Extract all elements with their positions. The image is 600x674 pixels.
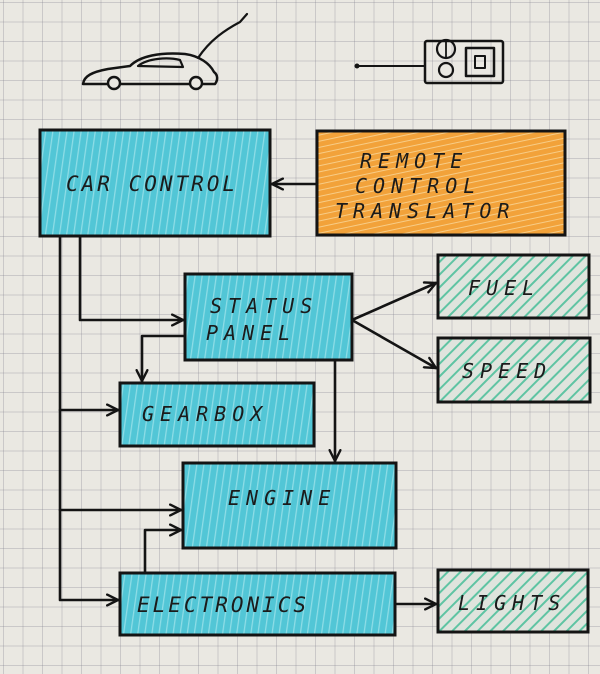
lights-box: LIGHTS xyxy=(436,568,590,634)
arrow-electronics-to-engine xyxy=(143,530,183,575)
engine-box: ENGINE xyxy=(181,461,398,550)
engine-label: ENGINE xyxy=(228,486,336,510)
car-control-box: CAR CONTROL xyxy=(38,128,272,238)
electronics-box: ELECTRONICS xyxy=(118,571,397,637)
remote-translator-label-line1: REMOTE xyxy=(360,149,468,173)
arrow-car-control-to-status-panel xyxy=(78,234,185,320)
gearbox-box: GEARBOX xyxy=(118,381,316,448)
car-icon xyxy=(81,12,249,91)
fuel-box: FUEL xyxy=(436,253,591,320)
arrow-status-to-gearbox xyxy=(142,334,187,383)
status-panel-box: STATUS PANEL xyxy=(183,272,354,362)
connectors xyxy=(58,184,438,604)
arrow-status-to-speed xyxy=(350,318,438,370)
bus-car-control-left xyxy=(58,234,120,600)
gearbox-label: GEARBOX xyxy=(142,402,268,426)
speed-label: SPEED xyxy=(462,359,552,383)
speed-box: SPEED xyxy=(436,336,592,404)
arrow-status-to-fuel xyxy=(350,283,438,322)
status-panel-label-line2: PANEL xyxy=(206,321,296,345)
fuel-label: FUEL xyxy=(468,276,540,300)
car-control-label: CAR CONTROL xyxy=(66,172,238,196)
remote-control-translator-box: REMOTE CONTROL TRANSLATOR xyxy=(315,129,567,237)
lights-label: LIGHTS xyxy=(458,591,566,615)
status-panel-label-line1: STATUS xyxy=(210,294,318,318)
remote-translator-label-line2: CONTROL xyxy=(355,174,481,198)
remote-control-icon xyxy=(354,38,505,85)
electronics-label: ELECTRONICS xyxy=(137,593,309,617)
remote-translator-label-line3: TRANSLATOR xyxy=(335,199,515,223)
